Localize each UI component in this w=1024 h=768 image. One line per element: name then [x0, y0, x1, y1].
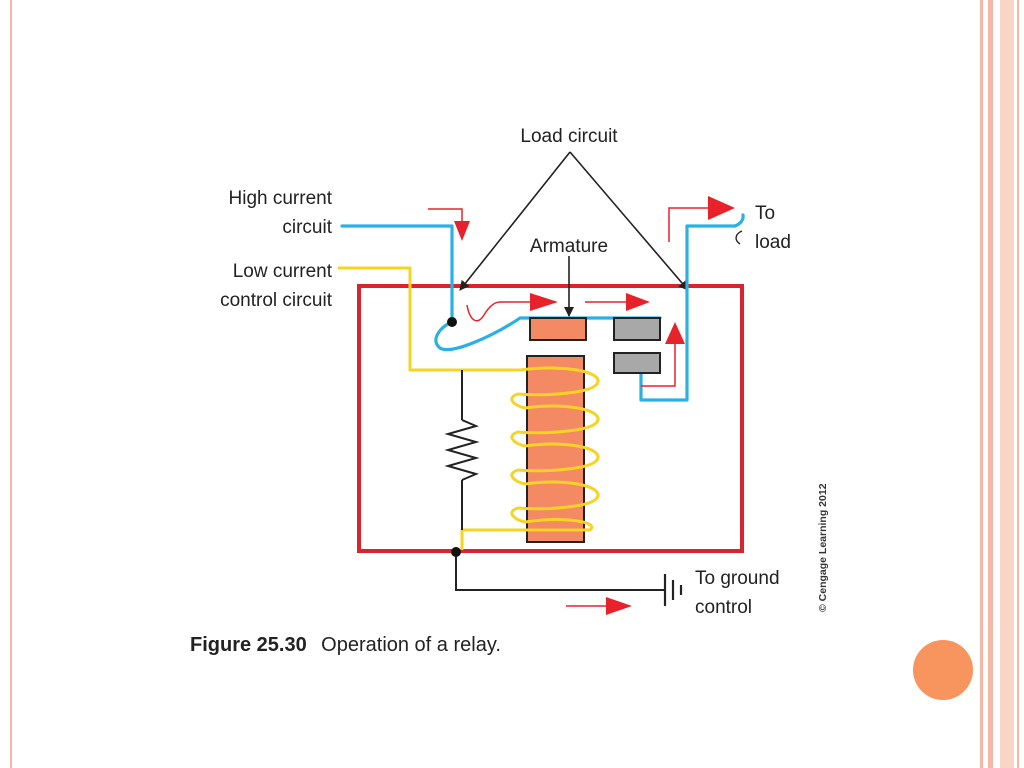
label-to-load-2: load [755, 232, 791, 253]
figure-number: Figure 25.30 [190, 634, 307, 656]
high-current-wire [340, 213, 745, 402]
figure-caption: Figure 25.30 Operation of a relay. [190, 634, 501, 656]
arrow-squiggle [466, 301, 530, 322]
copyright-notice: © Cengage Learning 2012 [817, 483, 829, 612]
label-high-current-2: circuit [282, 217, 332, 238]
upper-contact [613, 317, 661, 341]
coil-core [526, 355, 585, 543]
coil-windings [510, 366, 600, 532]
label-load-circuit: Load circuit [520, 126, 618, 147]
arrow-heads [454, 196, 735, 615]
armature [529, 317, 587, 341]
arrow-contact-up [641, 344, 676, 387]
label-to-ground-2: control [695, 597, 752, 618]
load-circuit-pointers [459, 151, 689, 291]
frame-line-left [10, 0, 12, 768]
decorative-bullet [913, 640, 973, 700]
lower-contact [613, 352, 661, 374]
label-low-current-1: Low current [233, 261, 333, 282]
junction-dot-armature [447, 317, 457, 327]
junction-dot-ground [451, 547, 461, 557]
current-flow-arrows [428, 207, 710, 607]
label-to-ground-1: To ground [695, 568, 780, 589]
frame-line-right-edge [1017, 0, 1019, 768]
ground-symbol [663, 574, 683, 606]
label-low-current-2: control circuit [220, 290, 333, 311]
label-high-current-1: High current [229, 188, 333, 209]
ground-wiring [444, 370, 664, 591]
label-to-load-1: To [755, 203, 775, 224]
figure-caption-text: Operation of a relay. [321, 634, 501, 656]
arrow-to-load [668, 207, 710, 242]
label-armature: Armature [530, 236, 608, 257]
control-wire [338, 266, 520, 550]
relay-housing [357, 284, 744, 553]
frame-line-right-middle [988, 0, 993, 768]
to-load-bracket [735, 230, 743, 245]
arrow-high-current-in [428, 208, 463, 226]
frame-line-right-outer [980, 0, 983, 768]
frame-line-right-inner [1000, 0, 1014, 768]
